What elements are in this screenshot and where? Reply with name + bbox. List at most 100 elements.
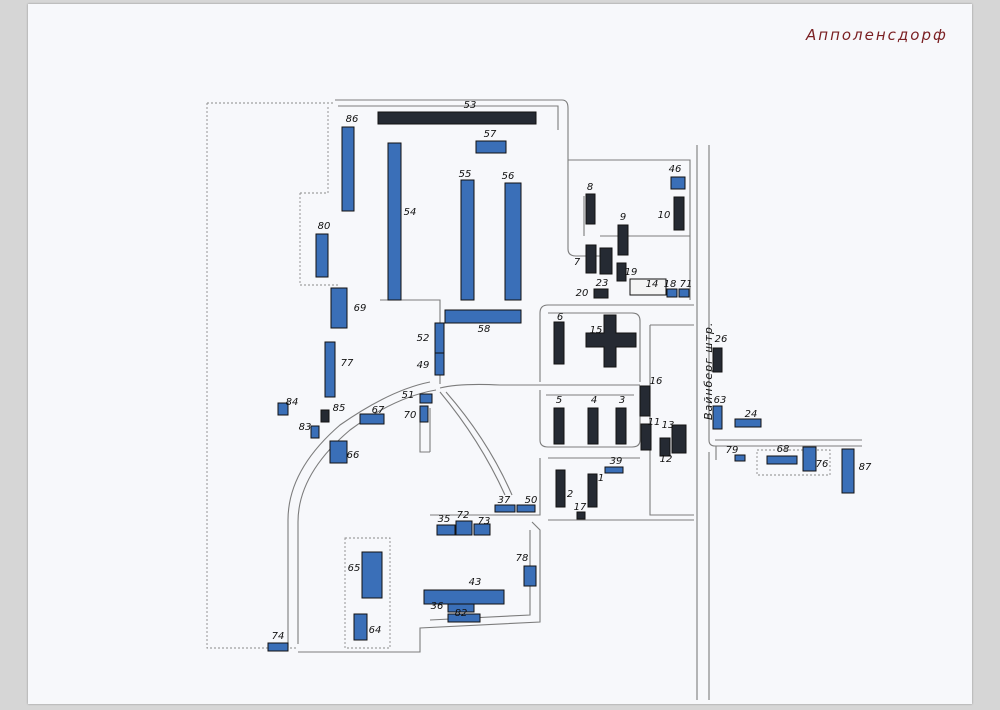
north-road bbox=[335, 99, 608, 257]
building-label-23: 23 bbox=[596, 278, 609, 289]
south-road bbox=[298, 408, 541, 653]
building-label-84: 84 bbox=[286, 397, 299, 408]
building-label-20: 20 bbox=[576, 288, 589, 299]
building-5 bbox=[553, 407, 565, 445]
building-72 bbox=[455, 520, 473, 536]
building-55 bbox=[460, 179, 475, 301]
building-label-7: 7 bbox=[574, 257, 581, 268]
building-label-78: 78 bbox=[516, 553, 529, 564]
building-87 bbox=[841, 448, 855, 494]
building-label-86: 86 bbox=[346, 114, 359, 125]
south-block bbox=[430, 457, 694, 521]
building-69 bbox=[330, 287, 348, 329]
building-6 bbox=[553, 321, 565, 365]
building-23 bbox=[599, 247, 613, 275]
building-label-16: 16 bbox=[650, 376, 663, 387]
building-79 bbox=[734, 454, 746, 462]
building-label-64: 64 bbox=[369, 625, 382, 636]
building-20 bbox=[593, 288, 609, 299]
building-46 bbox=[670, 176, 686, 190]
mid-block bbox=[539, 390, 641, 448]
building-16 bbox=[639, 385, 651, 417]
west-curve-road bbox=[287, 381, 437, 648]
building-50 bbox=[516, 504, 536, 513]
building-7 bbox=[585, 244, 597, 274]
building-label-69: 69 bbox=[354, 303, 367, 314]
building-label-14: 14 bbox=[646, 279, 659, 290]
building-label-74: 74 bbox=[272, 631, 285, 642]
building-label-36: 36 bbox=[431, 601, 444, 612]
building-4 bbox=[587, 407, 599, 445]
building-label-77: 77 bbox=[341, 358, 354, 369]
building-label-12: 12 bbox=[660, 454, 673, 465]
building-label-55: 55 bbox=[459, 169, 472, 180]
building-label-71: 71 bbox=[680, 279, 693, 290]
building-39 bbox=[604, 466, 624, 474]
building-label-66: 66 bbox=[347, 450, 360, 461]
building-84 bbox=[277, 402, 289, 416]
weinberg-street bbox=[696, 145, 862, 700]
building-49 bbox=[434, 352, 445, 376]
road-network: Вайнберг штр. bbox=[206, 99, 862, 700]
building-label-24: 24 bbox=[745, 409, 758, 420]
north-area-boundary bbox=[299, 105, 340, 286]
building-12 bbox=[659, 437, 671, 457]
building-58 bbox=[444, 309, 522, 324]
building-label-83: 83 bbox=[299, 422, 312, 433]
building-17 bbox=[576, 511, 586, 520]
building-64 bbox=[353, 613, 368, 641]
building-9 bbox=[617, 224, 629, 256]
building-label-19: 19 bbox=[625, 267, 638, 278]
building-76 bbox=[802, 446, 817, 472]
building-label-53: 53 bbox=[464, 100, 477, 111]
building-68 bbox=[766, 455, 798, 465]
building-51 bbox=[419, 393, 433, 404]
building-56 bbox=[504, 182, 522, 301]
building-80 bbox=[315, 233, 329, 278]
building-label-50: 50 bbox=[525, 495, 538, 506]
building-label-49: 49 bbox=[417, 360, 430, 371]
building-label-43: 43 bbox=[469, 577, 482, 588]
building-label-18: 18 bbox=[664, 279, 677, 290]
building-24 bbox=[734, 418, 762, 428]
building-26 bbox=[712, 347, 723, 373]
building-label-63: 63 bbox=[714, 395, 727, 406]
building-label-26: 26 bbox=[715, 334, 728, 345]
map-title: Апполенсдорф bbox=[805, 26, 948, 44]
building-label-4: 4 bbox=[591, 395, 597, 406]
building-10 bbox=[673, 196, 685, 231]
building-label-1: 1 bbox=[598, 473, 604, 484]
building-label-58: 58 bbox=[478, 324, 491, 335]
building-label-6: 6 bbox=[557, 312, 563, 323]
building-label-54: 54 bbox=[404, 207, 417, 218]
diagonal-road bbox=[439, 391, 513, 496]
building-label-57: 57 bbox=[484, 129, 497, 140]
east-block-road bbox=[568, 159, 691, 300]
building-label-13: 13 bbox=[662, 420, 675, 431]
building-54 bbox=[387, 142, 402, 301]
building-label-68: 68 bbox=[777, 444, 790, 455]
building-label-82: 82 bbox=[455, 608, 468, 619]
building-label-51: 51 bbox=[402, 390, 415, 401]
building-65 bbox=[361, 551, 383, 599]
building-57 bbox=[475, 140, 507, 154]
building-70 bbox=[419, 405, 429, 423]
building-78 bbox=[523, 565, 537, 587]
outer-boundary bbox=[206, 103, 296, 649]
building-66 bbox=[329, 440, 348, 464]
building-71 bbox=[678, 288, 690, 298]
building-label-5: 5 bbox=[556, 395, 562, 406]
building-label-56: 56 bbox=[502, 171, 515, 182]
enclosure-65-64 bbox=[344, 537, 391, 649]
building-label-76: 76 bbox=[816, 459, 829, 470]
building-label-52: 52 bbox=[417, 333, 430, 344]
building-63 bbox=[712, 405, 723, 430]
building-label-80: 80 bbox=[318, 221, 331, 232]
building-label-46: 46 bbox=[669, 164, 682, 175]
building-label-67: 67 bbox=[372, 405, 385, 416]
building-label-8: 8 bbox=[587, 182, 593, 193]
building-83 bbox=[310, 425, 320, 439]
building-15 bbox=[585, 314, 637, 368]
building-36 bbox=[447, 603, 475, 613]
